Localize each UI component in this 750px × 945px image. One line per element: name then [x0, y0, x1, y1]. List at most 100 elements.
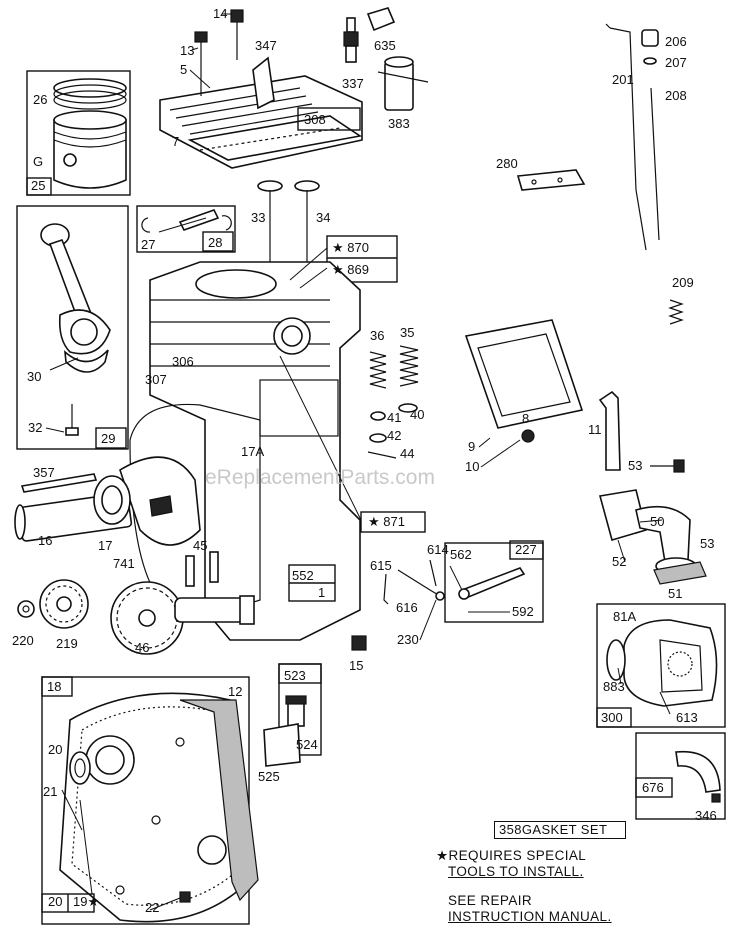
part-label: 346 — [695, 808, 717, 823]
part-label: 45 — [193, 538, 207, 553]
nut-15-illustration — [351, 635, 367, 651]
spring-209-illustration — [668, 299, 684, 325]
part-label: 44 — [400, 446, 414, 461]
tappets-illustration — [185, 551, 219, 587]
rod-bolt-illustration — [65, 404, 79, 436]
part-label: 635 — [374, 38, 396, 53]
piston-pin-box — [136, 205, 236, 253]
governor-crank-illustration — [383, 559, 445, 605]
part-label: 42 — [387, 428, 401, 443]
part-label: 208 — [665, 88, 687, 103]
part-label: 220 — [12, 633, 34, 648]
part-label: 523 — [284, 668, 306, 683]
part-label: 32 — [28, 420, 42, 435]
part-label: 51 — [668, 586, 682, 601]
part-label: 741 — [113, 556, 135, 571]
part-label: 307 — [145, 372, 167, 387]
muffler-gasket-illustration — [606, 639, 626, 681]
valve-spring-36-illustration — [369, 351, 387, 389]
part-label: 16 — [38, 533, 52, 548]
crankcase-cover-box — [41, 676, 250, 925]
part-label: 53 — [700, 536, 714, 551]
part-label: 1 — [318, 585, 325, 600]
key-357-illustration — [20, 473, 98, 493]
crankcase-cover-illustration — [59, 692, 251, 923]
part-label: 18 — [47, 679, 61, 694]
part-label: 562 — [450, 547, 472, 562]
part-label: 209 — [672, 275, 694, 290]
part-label: 13 — [180, 43, 194, 58]
part-label: 613 — [676, 710, 698, 725]
part-label: 227 — [515, 542, 537, 557]
part-label: 29 — [101, 431, 115, 446]
part-label: 28 — [208, 235, 222, 250]
intake-elbow-illustration — [598, 489, 707, 585]
repair-note-line2: INSTRUCTION MANUAL. — [448, 909, 612, 924]
choke-link-208-illustration — [650, 87, 660, 241]
cover-gasket-illustration — [179, 699, 259, 902]
part-label: 5 — [180, 62, 187, 77]
valves-illustration — [257, 180, 320, 262]
label-boxes — [26, 107, 673, 913]
part-label: 17A — [241, 444, 264, 459]
screw-53-illustration — [650, 459, 685, 473]
part-label: 12 — [228, 684, 242, 699]
part-label: 347 — [255, 38, 277, 53]
crankshaft-illustration — [14, 456, 201, 546]
oil-seal-20-illustration — [69, 751, 91, 785]
piston-pin-illustration — [141, 209, 232, 233]
part-label: 10 — [465, 459, 479, 474]
part-label: 19★ — [73, 894, 99, 909]
cylinder-head-illustration — [159, 75, 363, 169]
part-label: 21 — [43, 784, 57, 799]
part-label: ★ 870 — [332, 240, 369, 255]
piston-rings-illustration — [53, 78, 127, 110]
special-tools-note-line1: ★REQUIRES SPECIAL — [436, 848, 587, 863]
part-label: 53 — [628, 458, 642, 473]
part-label: 524 — [296, 737, 318, 752]
part-label: 614 — [427, 542, 449, 557]
part-label: 34 — [316, 210, 330, 225]
part-label: 306 — [172, 354, 194, 369]
special-tools-note-line2: TOOLS TO INSTALL. — [448, 864, 584, 879]
part-label: 300 — [601, 710, 623, 725]
throttle-link-201-illustration — [605, 23, 647, 251]
part-label: 230 — [397, 632, 419, 647]
valve-spring-35-illustration — [399, 345, 419, 387]
leader-lines — [45, 13, 671, 895]
part-label: 11 — [588, 422, 602, 437]
part-label: 337 — [342, 76, 364, 91]
part-label: 8 — [522, 411, 529, 426]
cylinder-block-illustration — [129, 261, 361, 641]
part-label: 525 — [258, 769, 280, 784]
part-label: 30 — [27, 369, 41, 384]
head-bolt-illustration — [194, 9, 244, 96]
piston-group-box — [26, 70, 131, 196]
gasket-set-label: 358GASKET SET — [494, 821, 626, 839]
link-280-illustration — [516, 169, 586, 191]
part-label: 7 — [172, 134, 179, 149]
part-label: 15 — [349, 658, 363, 673]
muffler-box — [596, 603, 726, 728]
part-label: 52 — [612, 554, 626, 569]
breather-illustration — [464, 319, 584, 443]
connecting-rod-illustration — [40, 223, 111, 373]
part-label: 357 — [33, 465, 55, 480]
spring-retainers-illustration — [367, 403, 418, 459]
part-label: 50 — [650, 514, 664, 529]
part-label: 676 — [642, 780, 664, 795]
governor-lever-illustration — [458, 567, 526, 600]
part-label: 616 — [396, 600, 418, 615]
knob-206-illustration — [641, 29, 659, 47]
part-label: G — [33, 154, 43, 169]
part-label: 26 — [33, 92, 47, 107]
part-label: 280 — [496, 156, 518, 171]
part-label: 206 — [665, 34, 687, 49]
part-label: 615 — [370, 558, 392, 573]
part-label: 20 — [48, 894, 62, 909]
part-label: 17 — [98, 538, 112, 553]
part-label: 201 — [612, 72, 634, 87]
oil-fill-plug-illustration — [263, 695, 307, 767]
piston-illustration — [53, 110, 127, 189]
